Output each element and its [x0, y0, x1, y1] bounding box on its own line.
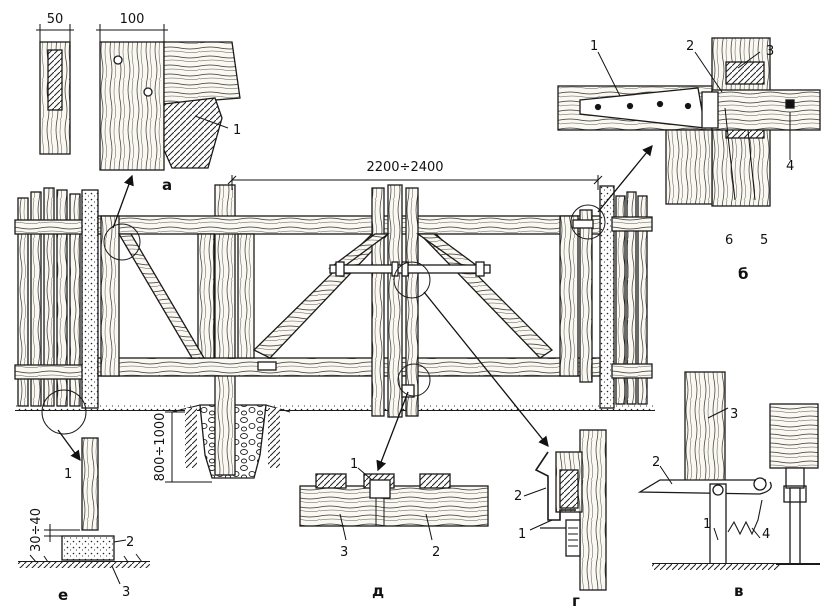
detail-v-leaders — [659, 407, 761, 541]
span-dimension-label: 2200÷2400 — [366, 160, 443, 175]
detail-g-letter: г — [572, 592, 580, 607]
detail-b-callout-3: 3 — [766, 44, 774, 59]
detail-d-callout-3: 3 — [340, 545, 348, 560]
detail-v-letter: в — [734, 582, 744, 600]
detail-d-callout-1: 1 — [350, 457, 358, 472]
detail-v — [637, 371, 820, 570]
detail-e — [18, 437, 150, 568]
detail-e-dimensions — [44, 524, 127, 585]
detail-a-dimensions — [36, 24, 168, 42]
detail-b-callout-1: 1 — [590, 39, 598, 54]
detail-a-width-50: 50 — [47, 12, 64, 27]
post-depth-dimension — [165, 411, 212, 483]
detail-e-callout-3: 3 — [122, 585, 130, 600]
detail-e-callout-1: 1 — [64, 467, 72, 482]
gate-post — [171, 184, 291, 479]
left-fence — [14, 187, 99, 409]
detail-b — [557, 37, 821, 207]
right-fence — [599, 185, 653, 409]
detail-b-leaders — [597, 51, 791, 201]
detail-b-callout-5: 5 — [760, 233, 768, 248]
detail-b-callout-6: 6 — [725, 233, 733, 248]
detail-v-callout-2: 2 — [652, 455, 660, 470]
detail-v-callout-3: 3 — [730, 407, 738, 422]
gate-frame — [97, 184, 601, 418]
detail-e-callout-2: 2 — [126, 535, 134, 550]
detail-a-callout-1: 1 — [233, 123, 241, 138]
span-dimension — [227, 175, 603, 190]
detail-b-callout-2: 2 — [686, 39, 694, 54]
detail-d — [299, 473, 489, 527]
detail-g — [534, 429, 607, 591]
detail-v-callout-4: 4 — [762, 527, 770, 542]
detail-e-gap-label: 30÷40 — [29, 508, 44, 552]
detail-arrows — [57, 144, 653, 472]
detail-g-callout-2: 2 — [514, 489, 522, 504]
detail-b-callout-4: 4 — [786, 159, 794, 174]
detail-g-leaders — [523, 487, 553, 531]
detail-d-letter: д — [372, 582, 384, 600]
detail-d-callout-2: 2 — [432, 545, 440, 560]
detail-d-leaders — [339, 467, 433, 541]
post-depth-label: 800÷1000 — [153, 413, 168, 482]
detail-b-letter: б — [738, 265, 748, 283]
main-gate-view — [14, 184, 655, 479]
detail-a-letter: а — [162, 176, 172, 194]
detail-a — [39, 41, 241, 171]
detail-v-callout-1: 1 — [703, 517, 711, 532]
detail-a-width-100: 100 — [120, 12, 145, 27]
detail-g-callout-1: 1 — [518, 527, 526, 542]
detail-e-letter: е — [58, 586, 68, 604]
